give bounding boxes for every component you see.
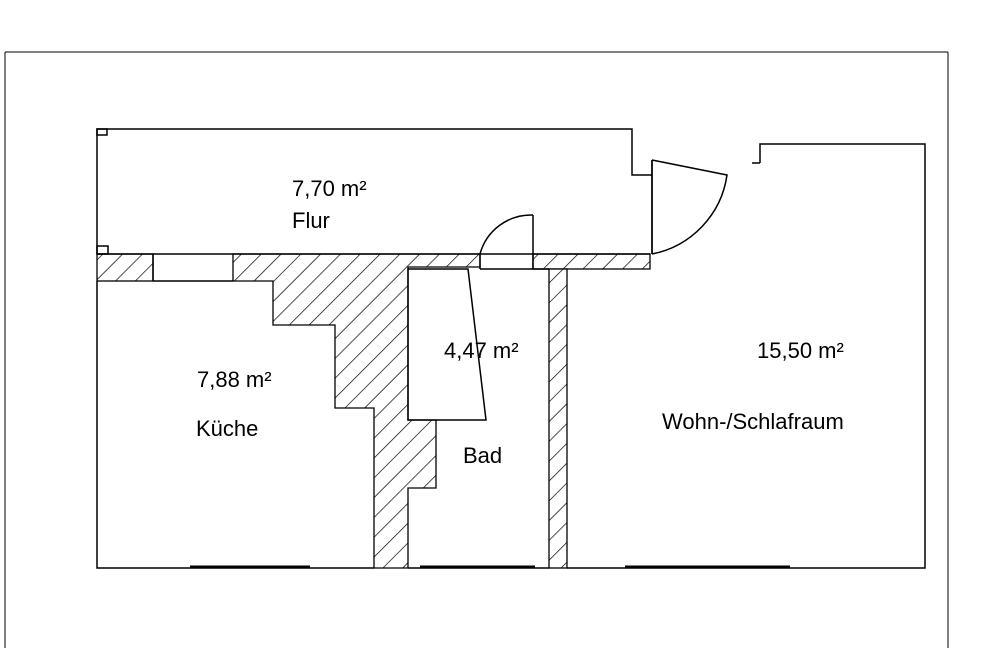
wall-segment-left (96, 253, 154, 282)
sheet-border (4, 51, 949, 648)
door-swings (479, 159, 728, 269)
room-name-kueche: Küche (196, 416, 259, 441)
wall-bad-right (548, 268, 568, 569)
room-name-wohnraum: Wohn-/Schlafraum (662, 409, 844, 434)
room-area-flur: 7,70 m² (292, 176, 367, 201)
room-name-bad: Bad (463, 443, 503, 468)
room-area-bad: 4,47 m² (444, 338, 519, 363)
hatched-walls (96, 253, 651, 569)
room-area-kueche: 7,88 m² (197, 367, 272, 392)
wall-segment-right (532, 253, 651, 270)
room-area-wohnraum: 15,50 m² (757, 338, 844, 363)
room-name-flur: Flur (292, 208, 330, 233)
wall-core (232, 253, 481, 569)
